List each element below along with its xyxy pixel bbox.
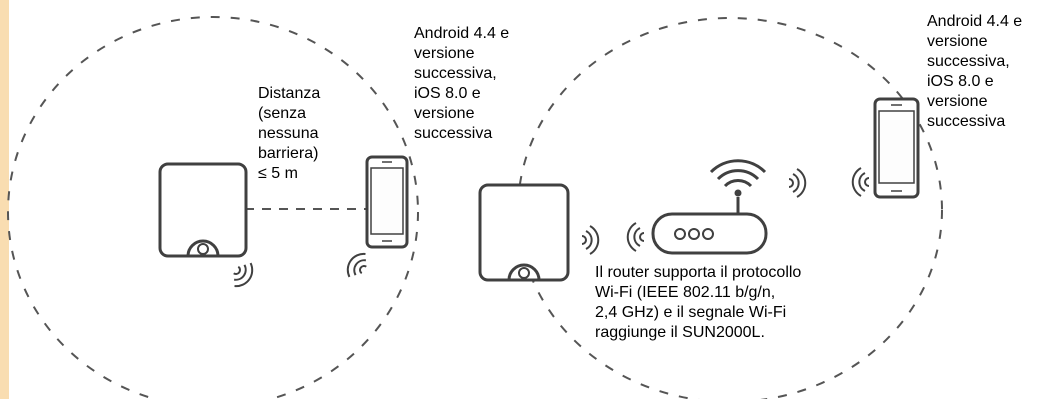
phone-requirements-line: successiva xyxy=(927,113,1006,130)
phone-requirements-line: versione xyxy=(414,105,475,122)
router-note-label: Il router supporta il protocollo Wi-Fi (… xyxy=(595,263,801,343)
distance-label-line: nessuna xyxy=(258,125,319,142)
phone-requirements-line: iOS 8.0 e xyxy=(414,85,481,102)
signal-waves-icon xyxy=(341,248,374,283)
phone-requirements-line: successiva, xyxy=(414,65,497,82)
distance-label-line: (senza xyxy=(258,105,307,122)
signal-waves-icon xyxy=(626,222,645,252)
phone-requirements-line: versione xyxy=(927,33,988,50)
wifi-icon xyxy=(709,159,767,197)
signal-waves-icon xyxy=(226,257,259,292)
inverter-icon xyxy=(158,162,248,258)
signal-waves-icon xyxy=(788,168,807,198)
distance-label-line: barriera) xyxy=(258,145,319,162)
phone-requirements-line: successiva, xyxy=(927,53,1010,70)
signal-waves-icon xyxy=(581,225,600,255)
router-note-line: 2,4 GHz) e il segnale Wi-Fi xyxy=(595,304,787,321)
phone-requirements-label: Android 4.4 e versione successiva, iOS 8… xyxy=(414,24,509,144)
router-icon xyxy=(651,197,768,255)
phone-requirements-label: Android 4.4 e versione successiva, iOS 8… xyxy=(927,12,1022,132)
router-note-line: raggiunge il SUN2000L. xyxy=(595,324,765,341)
phone-requirements-line: Android 4.4 e xyxy=(414,25,510,42)
phone-requirements-line: iOS 8.0 e xyxy=(927,73,994,90)
accent-strip xyxy=(0,0,9,399)
range-circle-router xyxy=(517,17,943,399)
router-note-line: Wi-Fi (IEEE 802.11 b/g/n, xyxy=(595,284,776,301)
range-circle-direct xyxy=(7,16,419,399)
phone-requirements-line: versione xyxy=(414,45,475,62)
signal-waves-icon xyxy=(851,167,870,197)
distance-label: Distanza (senza nessuna barriera) ≤ 5 m xyxy=(258,84,320,184)
smartphone-icon xyxy=(873,97,920,199)
smartphone-icon xyxy=(365,155,409,249)
phone-requirements-line: Android 4.4 e xyxy=(927,13,1023,30)
distance-label-line: ≤ 5 m xyxy=(258,165,298,182)
phone-requirements-line: versione xyxy=(927,93,988,110)
phone-requirements-line: successiva xyxy=(414,125,493,142)
router-note-line: Il router supporta il protocollo xyxy=(595,264,802,281)
inverter-icon xyxy=(478,183,570,282)
distance-label-line: Distanza xyxy=(258,85,321,102)
